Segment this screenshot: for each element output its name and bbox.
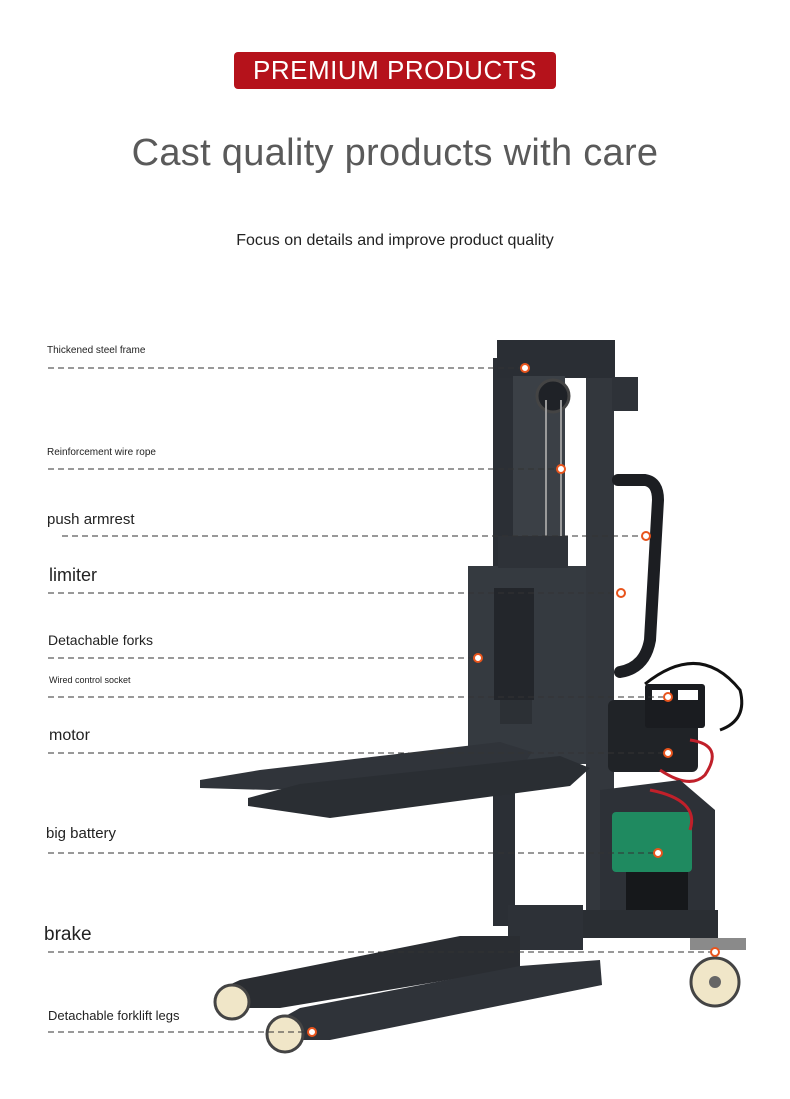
- stacker-illustration: [200, 340, 746, 1054]
- callout-label-wire: Reinforcement wire rope: [47, 447, 156, 458]
- fork-right: [248, 756, 590, 818]
- pulley: [535, 378, 571, 414]
- push-handle: [612, 474, 665, 678]
- page-headline: Cast quality products with care: [131, 132, 659, 174]
- front-wheel-right: [265, 1014, 305, 1054]
- mast-top-beam: [497, 340, 615, 378]
- callout-label-armrest: push armrest: [47, 511, 135, 528]
- callout-label-limiter: limiter: [49, 565, 97, 585]
- page-subheadline: Focus on details and improve product qua…: [236, 232, 554, 249]
- callout-label-legs: Detachable forklift legs: [48, 1008, 180, 1023]
- callout-label-forks: Detachable forks: [48, 632, 154, 648]
- callout-label-battery: big battery: [46, 825, 117, 842]
- leg-left: [218, 936, 520, 1008]
- callout-label-socket: Wired control socket: [49, 675, 131, 685]
- rear-base-plate: [580, 910, 718, 938]
- fork-left: [200, 742, 532, 790]
- callout-label-brake: brake: [44, 924, 92, 945]
- callout-label-motor: motor: [49, 727, 90, 744]
- premium-products-badge: PREMIUM PRODUCTS: [234, 52, 556, 89]
- front-wheel-left: [213, 983, 251, 1021]
- battery: [612, 812, 692, 872]
- callout-label-frame: Thickened steel frame: [47, 345, 146, 356]
- leg-right: [282, 960, 602, 1040]
